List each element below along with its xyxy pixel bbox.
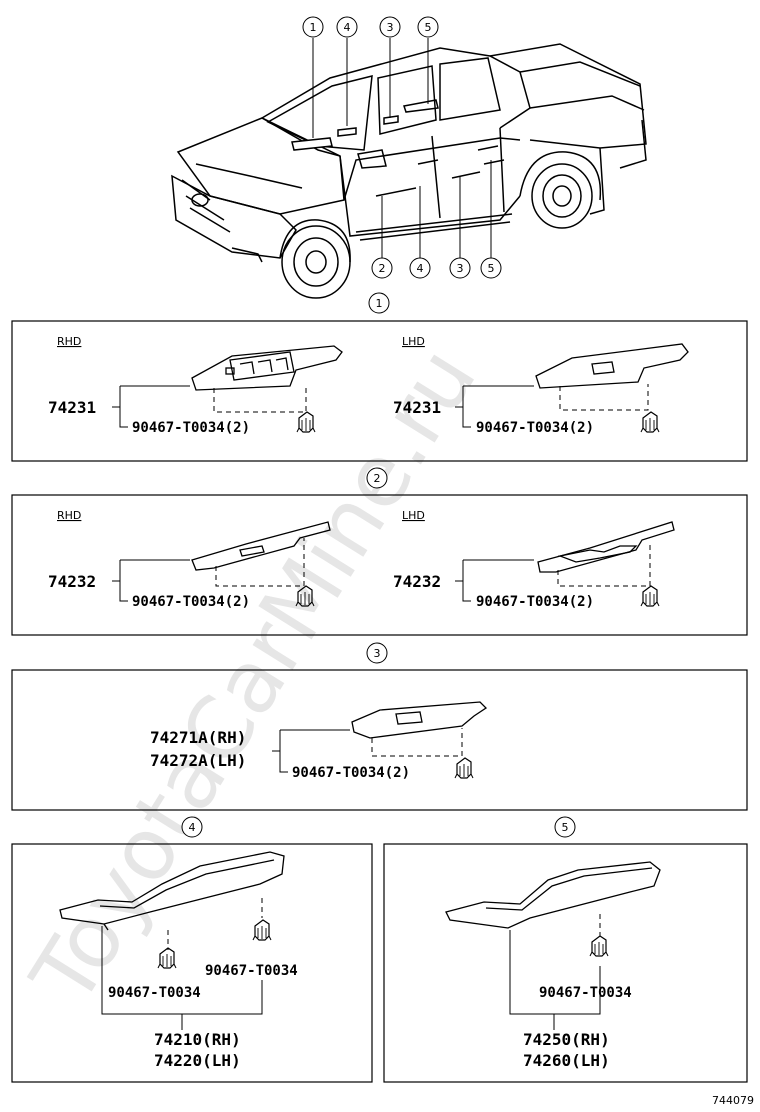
part-number-rh: 74210(RH) [154,1030,241,1049]
section-1-frame [11,320,748,462]
clip-icon [589,935,609,957]
part-number-rh: 74271A(RH) [150,728,246,747]
clip-number: 90467-T0034(2) [476,420,594,436]
callout-circle: 3 [449,257,471,279]
part-number-rh: 74250(RH) [523,1030,610,1049]
overview-callouts-bottom: 2 4 3 5 [371,257,502,279]
variant-label-rhd: RHD [57,509,81,522]
overview-callouts-top: 1 4 3 5 [302,16,439,38]
rear-door-scuff-plate [445,861,661,929]
rear-switch-bezel [351,701,488,739]
svg-text:5: 5 [425,21,432,34]
part-number: 74231 [48,398,96,417]
part-number-lh: 74220(LH) [154,1051,241,1070]
callout-circle: 4 [336,16,358,38]
clip-icon [640,585,660,607]
section-4-frame [11,843,373,1083]
clip-icon [296,411,316,433]
callout-circle: 5 [480,257,502,279]
svg-text:4: 4 [344,21,351,34]
section-5-callout: 5 [554,816,576,838]
section-2-callout: 2 [366,467,388,489]
section-3-frame [11,669,748,811]
svg-text:4: 4 [189,821,196,834]
clip-number: 90467-T0034(2) [476,594,594,610]
svg-text:2: 2 [374,472,381,485]
clip-number: 90467-T0034(2) [132,594,250,610]
clip-number: 90467-T0034 [108,985,201,1001]
front-door-scuff-plate [59,851,285,931]
clip-number: 90467-T0034 [539,985,632,1001]
svg-text:1: 1 [310,21,317,34]
callout-circle: 2 [371,257,393,279]
clip-icon [454,757,474,779]
part-number: 74231 [393,398,441,417]
truck-overview [171,43,647,299]
clip-icon [157,947,177,969]
callout-circle: 5 [417,16,439,38]
part-number: 74232 [48,572,96,591]
svg-text:5: 5 [562,821,569,834]
part-number-lh: 74260(LH) [523,1051,610,1070]
svg-text:1: 1 [376,297,383,310]
clip-icon [640,411,660,433]
svg-text:5: 5 [488,262,495,275]
callout-circle: 4 [409,257,431,279]
section-2-frame [11,494,748,636]
watermark-text: ToyotaCarMine.ru [12,331,495,1022]
callout-circle: 3 [379,16,401,38]
switch-bezel-lhd [535,343,689,389]
part-number-lh: 74272A(LH) [150,751,246,770]
section-1-callout: 1 [368,292,390,314]
clip-number: 90467-T0034(2) [292,765,410,781]
variant-label-lhd: LHD [402,509,425,522]
door-trim-lhd [537,521,675,573]
figure-id: 744079 [712,1094,754,1107]
overview-leaders [312,38,492,258]
clip-icon [252,919,272,941]
door-trim-rhd [191,521,331,571]
clip-number: 90467-T0034 [205,963,298,979]
svg-text:3: 3 [457,262,464,275]
svg-text:3: 3 [387,21,394,34]
section-5-frame [383,843,748,1083]
svg-text:3: 3 [374,647,381,660]
callout-circle: 1 [302,16,324,38]
section-4-callout: 4 [181,816,203,838]
clip-number: 90467-T0034(2) [132,420,250,436]
part-number: 74232 [393,572,441,591]
variant-label-rhd: RHD [57,335,81,348]
switch-bezel-rhd [191,345,343,391]
variant-label-lhd: LHD [402,335,425,348]
svg-text:4: 4 [417,262,424,275]
svg-text:2: 2 [379,262,386,275]
section-3-callout: 3 [366,642,388,664]
